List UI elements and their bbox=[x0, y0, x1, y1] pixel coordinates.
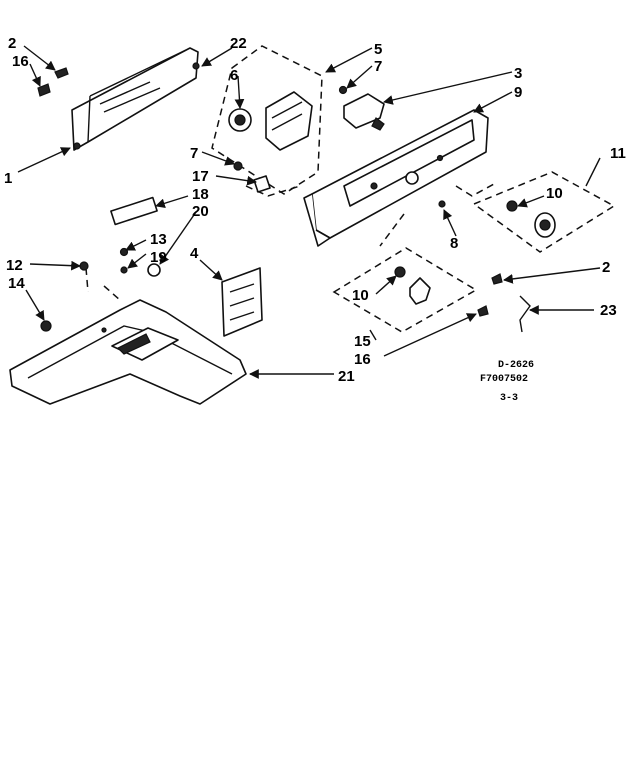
callout-16: 16 bbox=[354, 351, 371, 368]
callout-4: 4 bbox=[190, 245, 199, 262]
connection-line bbox=[455, 183, 495, 197]
screw-part bbox=[37, 67, 69, 97]
connection-line bbox=[245, 185, 301, 197]
connection-line bbox=[103, 285, 121, 301]
callout-13: 13 bbox=[150, 231, 167, 248]
callout-5: 5 bbox=[374, 41, 382, 58]
callout-1: 1 bbox=[4, 170, 12, 187]
callout-16: 16 bbox=[12, 53, 29, 70]
callout-9: 9 bbox=[514, 84, 522, 101]
leader-lines bbox=[17, 45, 601, 379]
bracket-part bbox=[221, 267, 263, 337]
callout-19: 19 bbox=[150, 249, 167, 266]
screw-part bbox=[40, 161, 531, 333]
callout-22: 22 bbox=[230, 35, 247, 52]
callout-7: 7 bbox=[190, 145, 198, 162]
drawing-code: D-2626 bbox=[498, 360, 534, 371]
connection-line bbox=[379, 213, 405, 247]
connection-line bbox=[85, 267, 89, 293]
callout-2: 2 bbox=[602, 259, 610, 276]
callout-2: 2 bbox=[8, 35, 16, 52]
callout-7: 7 bbox=[374, 58, 382, 75]
end-bracket-part bbox=[71, 47, 200, 151]
callout-6: 6 bbox=[230, 67, 238, 84]
callout-17: 17 bbox=[192, 168, 209, 185]
switch-group-box bbox=[211, 45, 323, 195]
console-panel-part bbox=[303, 109, 489, 247]
callout-11: 11 bbox=[610, 145, 626, 162]
lower-knob-group-box bbox=[332, 247, 478, 333]
callout-3: 3 bbox=[514, 65, 522, 82]
callout-8: 8 bbox=[450, 235, 458, 252]
callout-23: 23 bbox=[600, 302, 617, 319]
base-part bbox=[9, 299, 247, 405]
callout-10: 10 bbox=[546, 185, 563, 202]
small-switch-part bbox=[338, 85, 385, 131]
callout-20: 20 bbox=[192, 203, 209, 220]
knob-group-box bbox=[472, 171, 616, 253]
callout-14: 14 bbox=[8, 275, 25, 292]
part-number: F7007502 bbox=[480, 374, 528, 385]
page-number: 3-3 bbox=[500, 393, 518, 404]
callout-labels: 1 2 16 22 5 7 3 9 6 7 17 18 20 13 19 4 1… bbox=[4, 35, 626, 385]
reference-codes: D-2626 F7007502 3-3 bbox=[480, 360, 534, 404]
callout-18: 18 bbox=[192, 186, 209, 203]
callout-21: 21 bbox=[338, 368, 355, 385]
callout-15: 15 bbox=[354, 333, 371, 350]
pad-part bbox=[110, 196, 158, 226]
callout-10: 10 bbox=[352, 287, 369, 304]
callout-12: 12 bbox=[6, 257, 23, 274]
